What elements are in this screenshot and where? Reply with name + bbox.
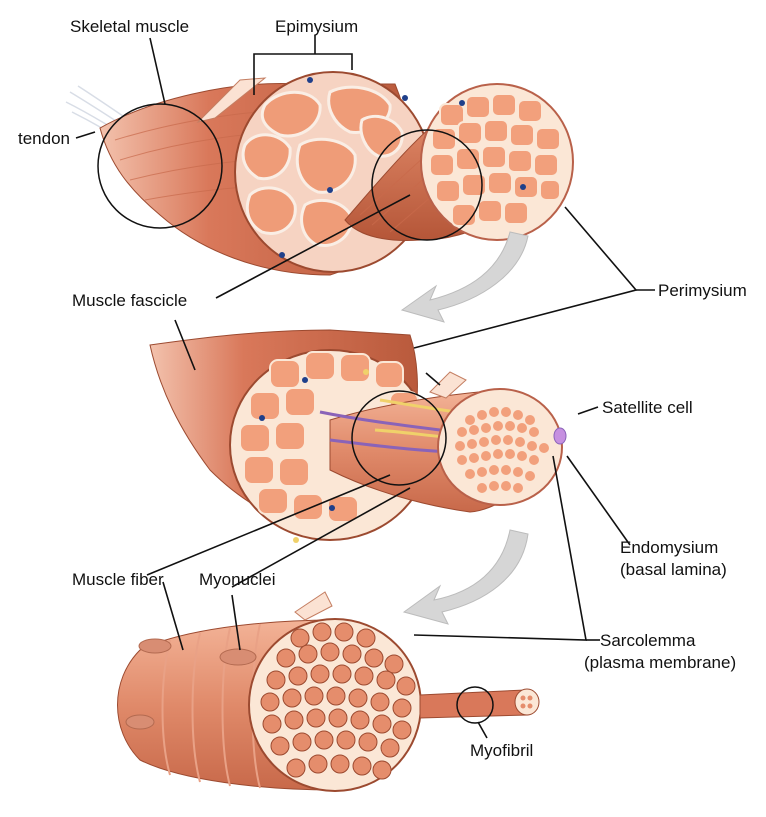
skeletal-muscle-group xyxy=(66,72,573,275)
label-muscle-fascicle: Muscle fascicle xyxy=(72,291,187,310)
muscle-fiber-group xyxy=(118,592,540,791)
myofibril-end xyxy=(515,689,539,715)
down-arrow-icon xyxy=(402,232,528,322)
label-myonuclei: Myonuclei xyxy=(199,570,276,589)
fascicle-group xyxy=(150,330,566,543)
label-plasma-membrane: (plasma membrane) xyxy=(584,653,736,672)
myonucleus xyxy=(220,649,256,665)
label-endomysium: Endomysium xyxy=(620,538,718,557)
sarcolemma-flap xyxy=(295,592,332,620)
label-basal-lamina: (basal lamina) xyxy=(620,560,727,579)
label-skeletal-muscle: Skeletal muscle xyxy=(70,17,189,36)
label-tendon: tendon xyxy=(18,129,70,148)
label-muscle-fiber: Muscle fiber xyxy=(72,570,164,589)
myonucleus xyxy=(139,639,171,653)
myofibril-strand xyxy=(420,690,528,718)
label-sarcolemma: Sarcolemma xyxy=(600,631,696,650)
label-satellite-cell: Satellite cell xyxy=(602,398,693,417)
label-perimysium: Perimysium xyxy=(658,281,747,300)
myonucleus xyxy=(126,715,154,729)
label-myofibril: Myofibril xyxy=(470,741,533,760)
label-epimysium: Epimysium xyxy=(275,17,358,36)
down-arrow-icon xyxy=(404,530,528,624)
satellite-cell xyxy=(554,428,566,444)
